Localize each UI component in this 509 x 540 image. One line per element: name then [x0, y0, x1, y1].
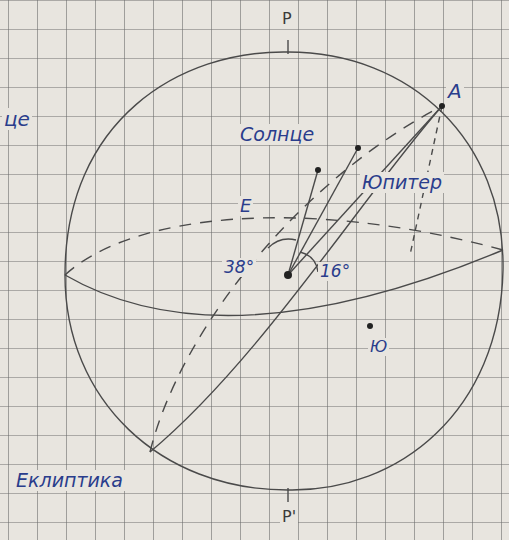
letter-label: Е: [238, 196, 253, 216]
point-label: Ю: [368, 338, 389, 356]
jupiter-line: [288, 148, 358, 275]
angle-label: 16°: [318, 262, 352, 281]
a-dot: [439, 103, 445, 109]
jupiter-label: Юпитер: [360, 172, 444, 193]
pole-tick: [287, 40, 288, 54]
angle-label: 38°: [222, 258, 256, 277]
sun-label: Солнце: [238, 124, 316, 145]
pole-tick: [287, 488, 288, 502]
sun-dot: [315, 167, 321, 173]
ecliptic-back: [150, 106, 442, 452]
circle-front: [65, 250, 503, 315]
ecliptic-label: Еклиптика: [14, 470, 125, 491]
edge-fragment: це: [2, 108, 32, 130]
sphere-outline: [65, 52, 503, 490]
center-dot: [284, 271, 292, 279]
point-label: A: [446, 80, 464, 102]
jupiter-dot: [355, 145, 361, 151]
angle-arc: [300, 252, 318, 272]
south-dot: [367, 323, 373, 329]
pole-label: P: [280, 10, 294, 28]
dashed-circle-back: [65, 218, 503, 275]
angle-arc: [268, 239, 296, 248]
ecliptic-front: [150, 106, 442, 452]
pole-label: P': [280, 508, 298, 526]
